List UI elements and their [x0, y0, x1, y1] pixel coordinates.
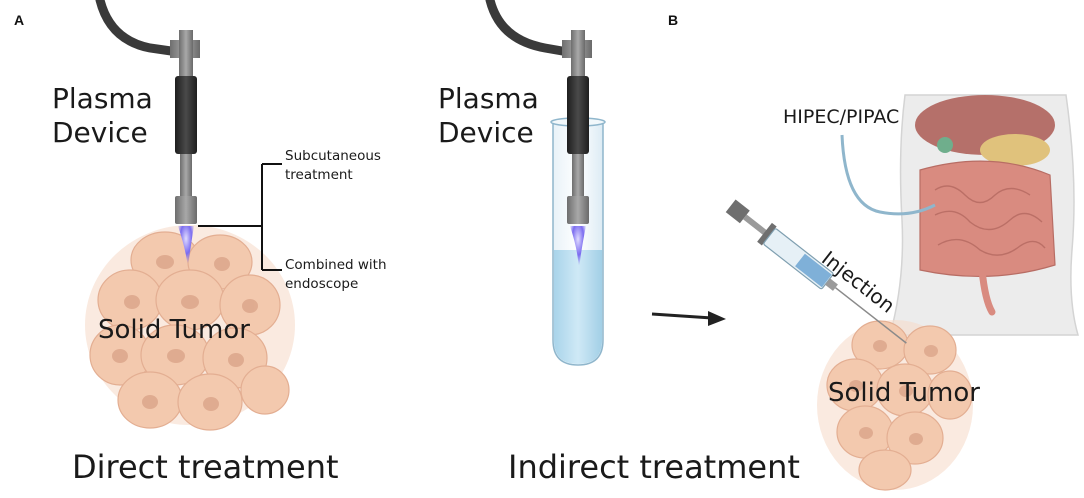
device-label-a-line1: Plasma — [52, 82, 153, 115]
panel-b — [485, 0, 1079, 491]
option-endoscope-line1: Combined with — [285, 257, 387, 273]
option-subcutaneous-line1: Subcutaneous — [285, 148, 381, 164]
plasma-device-b — [485, 0, 592, 270]
device-label-b-line1: Plasma — [438, 82, 539, 115]
option-subcutaneous-line2: treatment — [285, 167, 353, 183]
hipec-catheter — [840, 134, 936, 216]
solid-tumor-b — [817, 320, 973, 491]
medium-liquid — [554, 250, 602, 364]
panel-a-letter: A — [14, 12, 25, 28]
plasma-device-a — [95, 0, 200, 268]
panel-a — [85, 0, 295, 431]
tumor-label-a: Solid Tumor — [98, 315, 250, 345]
abdomen-illustration — [889, 94, 1079, 336]
device-label-a-line2: Device — [52, 116, 148, 149]
caption-direct-treatment: Direct treatment — [72, 448, 339, 486]
syringe — [725, 199, 907, 344]
device-label-b-line2: Device — [438, 116, 534, 149]
tumor-label-b: Solid Tumor — [828, 378, 980, 408]
option-bracket — [198, 163, 282, 271]
panel-b-letter: B — [668, 12, 679, 28]
solid-tumor-a — [85, 225, 295, 431]
hipec-pipac-label: HIPEC/PIPAC — [783, 106, 900, 128]
transfer-arrow — [651, 311, 726, 326]
option-endoscope-line2: endoscope — [285, 276, 359, 292]
caption-indirect-treatment: Indirect treatment — [508, 448, 800, 486]
